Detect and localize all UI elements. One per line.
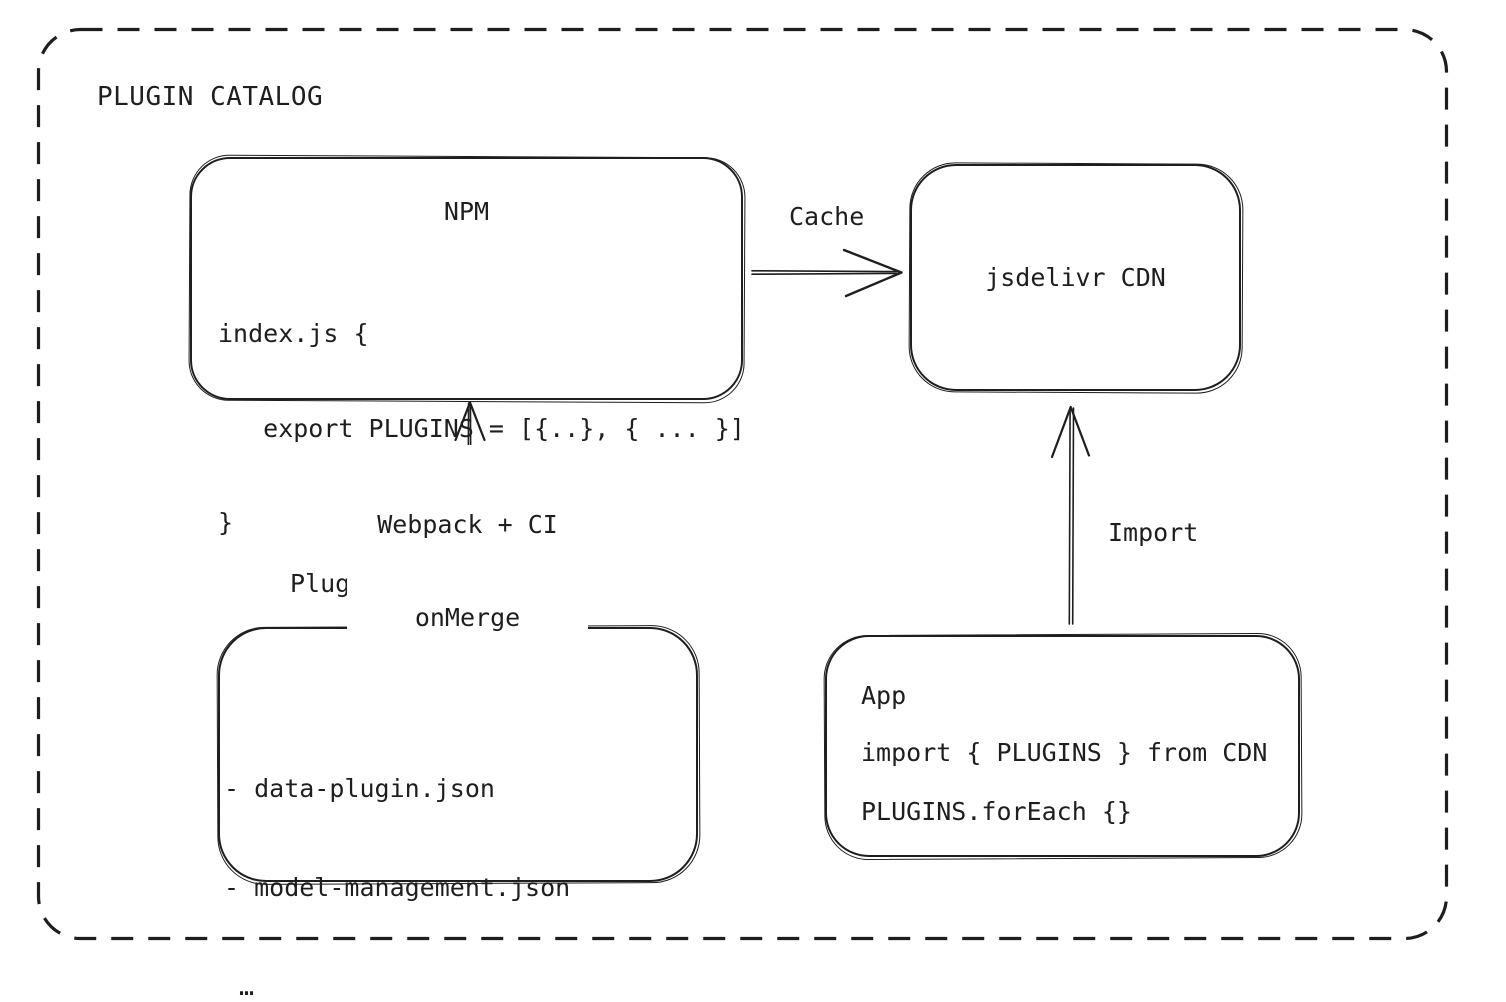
repo-file-list: - data-plugin.json - model-management.js…: [224, 706, 570, 1002]
build-edge-label-line1: Webpack + CI: [377, 510, 558, 539]
cdn-node-title: jsdelivr CDN: [985, 263, 1166, 292]
import-edge-label: Import: [1108, 518, 1199, 547]
cache-arrowhead: [842, 248, 903, 298]
import-arrowhead: [1050, 405, 1091, 459]
build-edge-label: Webpack + CI onMerge: [347, 445, 588, 697]
repo-file-item: …: [224, 972, 255, 1001]
cache-arrow: [751, 248, 903, 298]
app-code-line: import { PLUGINS } from CDN: [861, 738, 1268, 767]
app-node: [825, 635, 1300, 857]
app-code-line: PLUGINS.forEach {}: [861, 797, 1132, 826]
repo-file-item: - model-management.json: [224, 873, 571, 902]
build-arrowhead: [454, 401, 486, 442]
npm-node: [190, 157, 743, 400]
repo-file-item: - data-plugin.json: [224, 774, 495, 803]
npm-code-line: }: [218, 508, 234, 537]
diagram-title: PLUGIN CATALOG: [97, 82, 324, 112]
npm-code: index.js { export PLUGINS = [{..}, { ...…: [218, 255, 745, 602]
app-node-title: App: [861, 681, 907, 710]
npm-code-line: index.js {: [218, 319, 369, 348]
build-edge-label-line2: onMerge: [414, 603, 521, 632]
catalog-boundary: [36, 27, 1449, 941]
cache-edge-label: Cache: [789, 202, 865, 231]
cdn-node: [910, 164, 1241, 391]
npm-node-title: NPM: [443, 197, 490, 226]
import-arrow: [1050, 405, 1091, 625]
npm-code-line: export PLUGINS = [{..}, { ... }]: [218, 413, 745, 443]
